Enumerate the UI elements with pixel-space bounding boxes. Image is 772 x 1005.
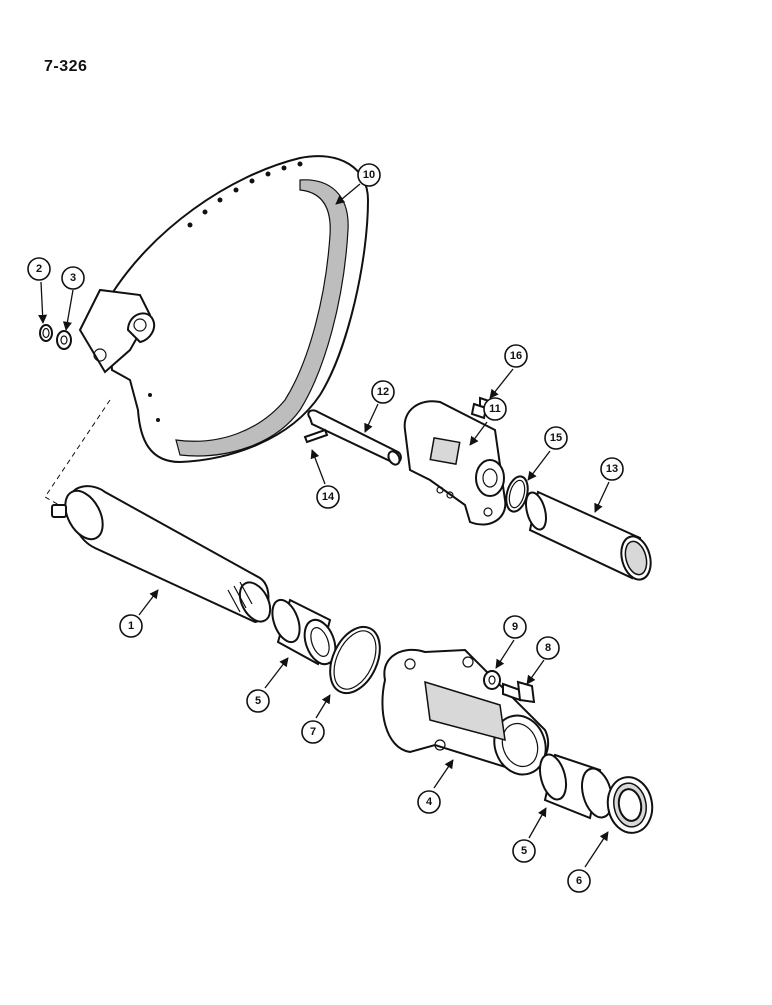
callout-label: 2: [36, 263, 42, 275]
callout-7: 7: [301, 720, 325, 744]
leader-lines: [38, 183, 610, 868]
bushing-right: [538, 753, 613, 820]
callout-14: 14: [316, 485, 340, 509]
callout-label: 10: [363, 169, 375, 181]
shaft: [51, 485, 272, 624]
washer-small: [483, 670, 501, 690]
callout-16: 16: [504, 344, 528, 368]
callout-11: 11: [483, 397, 507, 421]
callout-6: 6: [567, 869, 591, 893]
callout-label: 3: [70, 272, 76, 284]
o-ring-small: [505, 475, 529, 513]
callout-label: 1: [128, 620, 134, 632]
page-number: 7-326: [44, 58, 88, 75]
callout-label: 4: [426, 796, 433, 808]
callout-8: 8: [536, 636, 560, 660]
callout-label: 5: [521, 845, 527, 857]
callout-label: 11: [489, 403, 501, 415]
callout-5-left: 5: [246, 689, 270, 713]
callout-label: 5: [255, 695, 261, 707]
callout-label: 7: [310, 726, 316, 738]
callout-label: 6: [576, 875, 582, 887]
callout-12: 12: [371, 380, 395, 404]
callout-label: 9: [512, 621, 518, 633]
callout-label: 14: [322, 491, 335, 503]
callout-3: 3: [61, 266, 85, 290]
callout-label: 16: [510, 350, 522, 362]
callout-label: 13: [606, 463, 618, 475]
callout-label: 15: [550, 432, 562, 444]
brake-band: [78, 155, 370, 464]
callout-10: 10: [357, 163, 381, 187]
seal: [606, 776, 654, 834]
alignment-line: [44, 399, 111, 511]
washer: [56, 330, 72, 350]
callout-5-right: 5: [512, 839, 536, 863]
callout-15: 15: [544, 426, 568, 450]
callout-9: 9: [503, 615, 527, 639]
pin: [307, 409, 402, 466]
callout-13: 13: [600, 457, 624, 481]
callout-1: 1: [119, 614, 143, 638]
roll-pin: [303, 428, 329, 444]
piston: [525, 490, 652, 581]
snap-ring: [39, 324, 53, 342]
o-ring-large: [329, 625, 381, 695]
band-holes: [148, 161, 303, 422]
housing: [381, 648, 550, 776]
bushing-left: [271, 598, 337, 666]
callout-label: 12: [377, 386, 389, 398]
callout-4: 4: [417, 790, 441, 814]
callout-2: 2: [27, 257, 51, 281]
callout-label: 8: [545, 642, 551, 654]
